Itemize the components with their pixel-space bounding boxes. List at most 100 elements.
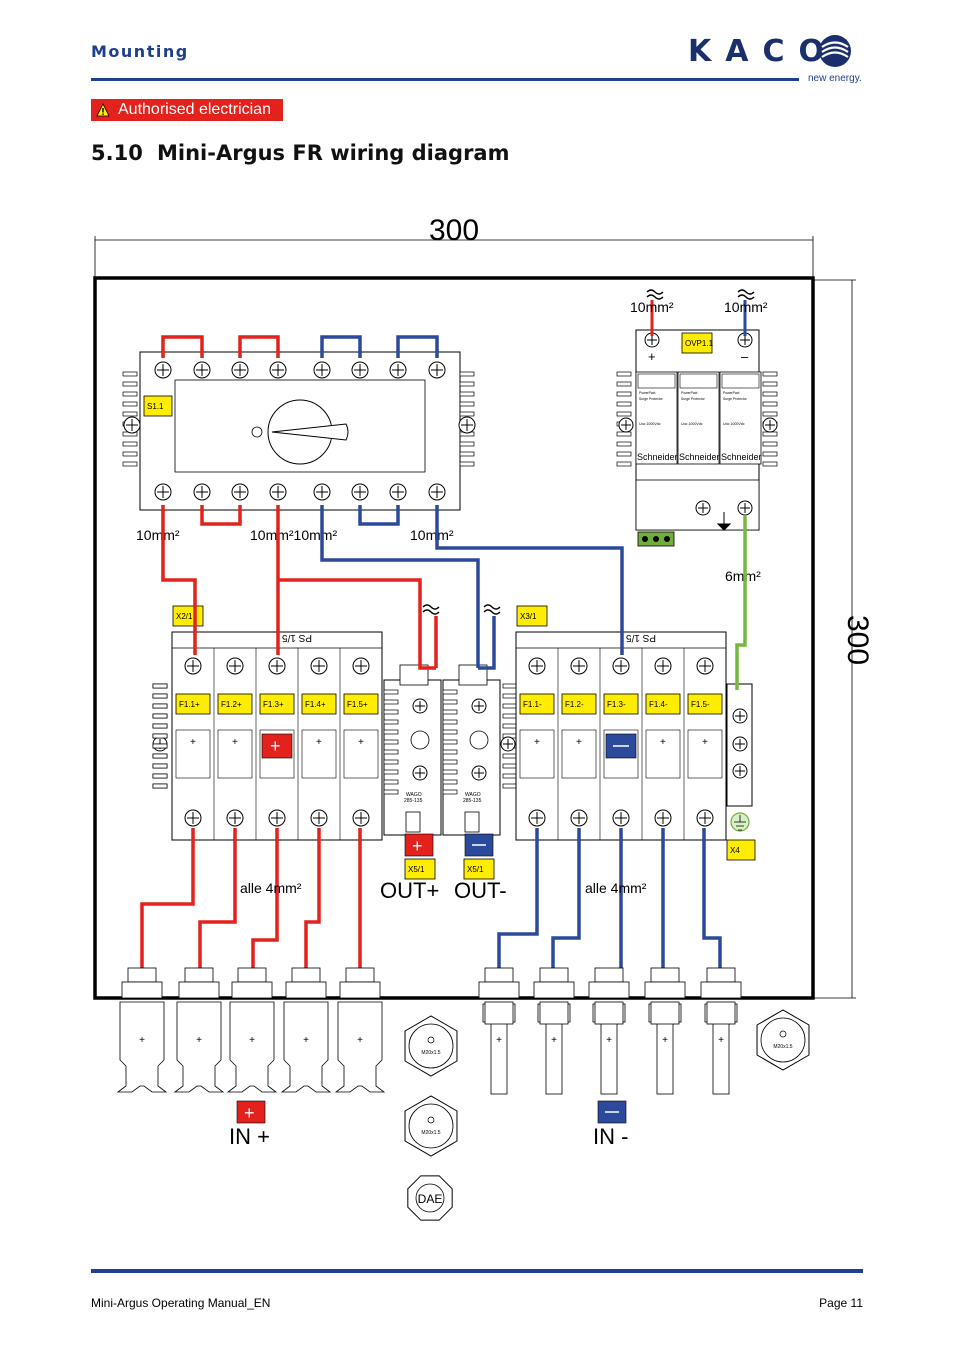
spd-mount-screw-left: [618, 417, 634, 433]
terminal-label-x4: X4: [730, 846, 740, 855]
fuse-bottom-terminal: [612, 809, 630, 827]
earth-symbol-lines: [734, 815, 746, 831]
fuse-label: F1.5-: [691, 700, 710, 709]
mc-plug-body: [280, 1001, 332, 1093]
terminal-label-x2: X2/1: [176, 612, 193, 621]
mc-connector-sign: +: [357, 1035, 363, 1046]
spd-rail-clip-right: [762, 371, 778, 377]
badge-label: Authorised electrician: [118, 101, 271, 118]
output-terminal-foot: [464, 811, 480, 833]
fuse-bottom-terminal: [570, 809, 588, 827]
chapter-title: Mini-Argus FR wiring diagram: [157, 141, 510, 165]
brand-logo-text: KACO: [688, 34, 838, 69]
mc-connector-nut: [237, 967, 267, 983]
switch-bottom-terminal: [389, 483, 407, 501]
fuse-top-terminal: [696, 657, 714, 675]
wire-size-label: 10mm²: [410, 527, 454, 543]
wire-red: [278, 578, 422, 616]
output-terminal-clip: [442, 689, 458, 695]
switch-rail-clip-left: [122, 451, 138, 457]
mc-socket-head: [539, 1001, 569, 1025]
switch-top-terminal: [313, 361, 331, 379]
wire-red-input: [304, 828, 321, 972]
mc-plug-body: [226, 1001, 278, 1093]
wire-size-label-all: alle 4mm²: [585, 880, 647, 896]
fuse-bottom-terminal: [184, 809, 202, 827]
fuse-rail-clip-mid: [502, 713, 518, 719]
fuse-holder: [687, 729, 723, 779]
mc-connector-nut: [345, 967, 375, 983]
fuse-label-bg: [687, 693, 723, 715]
in-plus-marker-sign: +: [244, 1103, 255, 1123]
mc-connector-gland: [644, 981, 686, 999]
mc-connector-sign: +: [303, 1035, 309, 1046]
fuse-rail-clip-mid: [502, 783, 518, 789]
spd-module-voltage: Uoc 1000Vdc: [723, 422, 745, 426]
spd-rail-clip-left: [616, 461, 632, 467]
output-terminal-foot: [405, 811, 421, 833]
wire-blue: [478, 616, 496, 670]
ac-tilde-icon: [646, 289, 664, 300]
terminal-label-x3-bg: [516, 605, 548, 627]
spd-rail-clip-left: [616, 451, 632, 457]
switch-bottom-terminal: [231, 483, 249, 501]
fuse-rail-clip: [152, 733, 168, 739]
spd-module-top: [679, 373, 718, 389]
mc-connector: MC+: [226, 967, 278, 1093]
spd-label-bg: [681, 332, 713, 354]
fuse-label: F1.2-: [565, 700, 584, 709]
fuse-label: F1.4+: [305, 700, 326, 709]
in-plus-marker: [236, 1100, 266, 1124]
fuse-rail-clip-mid: [502, 763, 518, 769]
spd-module-type: PowerPact: [681, 391, 697, 395]
mc-connector-gland: [285, 981, 327, 999]
fuse-rail-clip-mid: [502, 703, 518, 709]
fuse-rail-clip-mid: [502, 693, 518, 699]
wire-size-label: 10mm²: [136, 527, 180, 543]
spd-rail-clip-left: [616, 391, 632, 397]
mc-connector-gland: [339, 981, 381, 999]
spd-rail-clip-right: [762, 381, 778, 387]
output-terminal-clip: [442, 789, 458, 795]
fuse-label: F1.2+: [221, 700, 242, 709]
output-terminal-model-no: 285-135: [463, 798, 482, 804]
fuse-rail-label: PS 1/5: [626, 632, 656, 643]
fuse-top-terminal: [352, 657, 370, 675]
fuse-label-bg: [561, 693, 597, 715]
brand-tagline: new energy.: [808, 73, 862, 84]
mc-connector-sign: +: [496, 1035, 502, 1046]
cable-gland-hole: [779, 1030, 787, 1038]
mc-connector-nut: [539, 967, 569, 983]
output-terminal-clip: [383, 779, 399, 785]
spd-module-top: [721, 373, 760, 389]
switch-top-terminal: [351, 361, 369, 379]
electrician-badge: Authorised electrician: [91, 99, 283, 121]
spd-earth-terminal-2: [737, 500, 753, 516]
mc-connector-nut: [650, 967, 680, 983]
wire-blue-input: [497, 828, 539, 972]
output-terminal-screw: [412, 698, 428, 714]
bridge-wire-blue: [396, 335, 439, 358]
output-terminal-clip: [442, 759, 458, 765]
output-terminal-screw: [471, 698, 487, 714]
ac-tilde-icon: [483, 604, 501, 615]
fuse-label-bg: [259, 693, 295, 715]
output-terminal-clip: [383, 719, 399, 725]
mc-socket-head: [706, 1001, 736, 1025]
section-title: Mounting: [91, 42, 189, 61]
fuse-rail-clip: [152, 743, 168, 749]
mc-connector-nut: [127, 967, 157, 983]
fuse-sign: +: [702, 737, 708, 748]
output-terminal-cap: [458, 664, 488, 686]
ac-tilde-icon: [422, 604, 440, 615]
warning-icon: [96, 103, 110, 117]
fuse-bottom-terminal: [310, 809, 328, 827]
switch-top-terminal: [193, 361, 211, 379]
switch-lock-hole: [251, 426, 263, 438]
wire-blue: [435, 505, 624, 655]
wire-blue-input: [702, 828, 722, 972]
fuse-rail-clip: [152, 723, 168, 729]
wire-blue: [320, 505, 480, 616]
plus-fuse-marker: [261, 733, 293, 759]
